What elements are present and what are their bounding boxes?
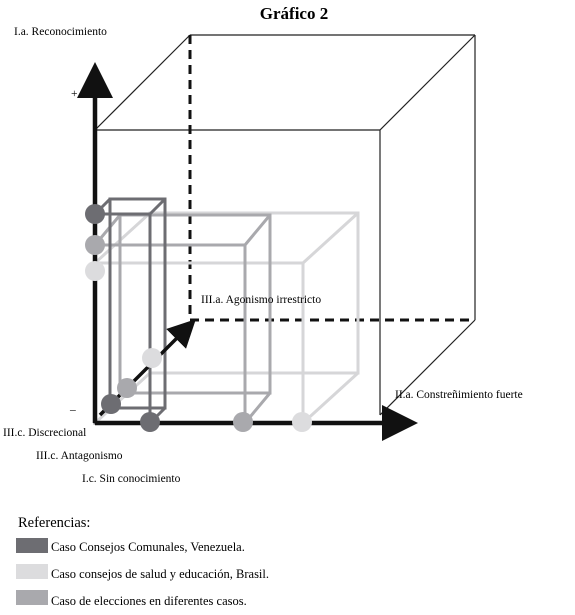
marker-venezuela-y bbox=[85, 204, 105, 224]
label-y-axis: I.a. Reconocimiento bbox=[14, 26, 107, 38]
outer-cube bbox=[94, 34, 476, 416]
legend-swatch-elecciones bbox=[16, 590, 48, 605]
legend-label-elecciones: Caso de elecciones en diferentes casos. bbox=[51, 594, 247, 608]
legend-label-venezuela: Caso Consejos Comunales, Venezuela. bbox=[51, 540, 245, 554]
marker-brasil-y bbox=[85, 261, 105, 281]
legend-swatch-venezuela bbox=[16, 538, 48, 553]
label-origin-1: III.c. Discrecional bbox=[3, 427, 86, 439]
legend-title: Referencias: bbox=[18, 515, 90, 531]
label-y-plus: + bbox=[71, 88, 78, 100]
label-z-axis: III.a. Agonismo irrestricto bbox=[201, 294, 321, 306]
marker-brasil-z bbox=[142, 348, 162, 368]
marker-venezuela-x bbox=[140, 412, 160, 432]
marker-elecciones-x bbox=[233, 412, 253, 432]
legend-label-brasil: Caso consejos de salud y educación, Bras… bbox=[51, 567, 269, 581]
label-y-minus: – bbox=[69, 404, 76, 416]
label-x-axis: II.a. Constreñimiento fuerte bbox=[395, 389, 523, 401]
label-origin-3: I.c. Sin conocimiento bbox=[82, 473, 181, 485]
marker-elecciones-y bbox=[85, 235, 105, 255]
legend: Referencias: Caso Consejos Comunales, Ve… bbox=[16, 515, 269, 608]
legend-swatch-brasil bbox=[16, 564, 48, 579]
hidden-edges bbox=[188, 35, 475, 322]
marker-venezuela-z bbox=[101, 394, 121, 414]
diagram-title: Gráfico 2 bbox=[260, 4, 328, 23]
label-origin-2: III.c. Antagonismo bbox=[36, 450, 123, 462]
marker-elecciones-z bbox=[117, 378, 137, 398]
marker-brasil-x bbox=[292, 412, 312, 432]
